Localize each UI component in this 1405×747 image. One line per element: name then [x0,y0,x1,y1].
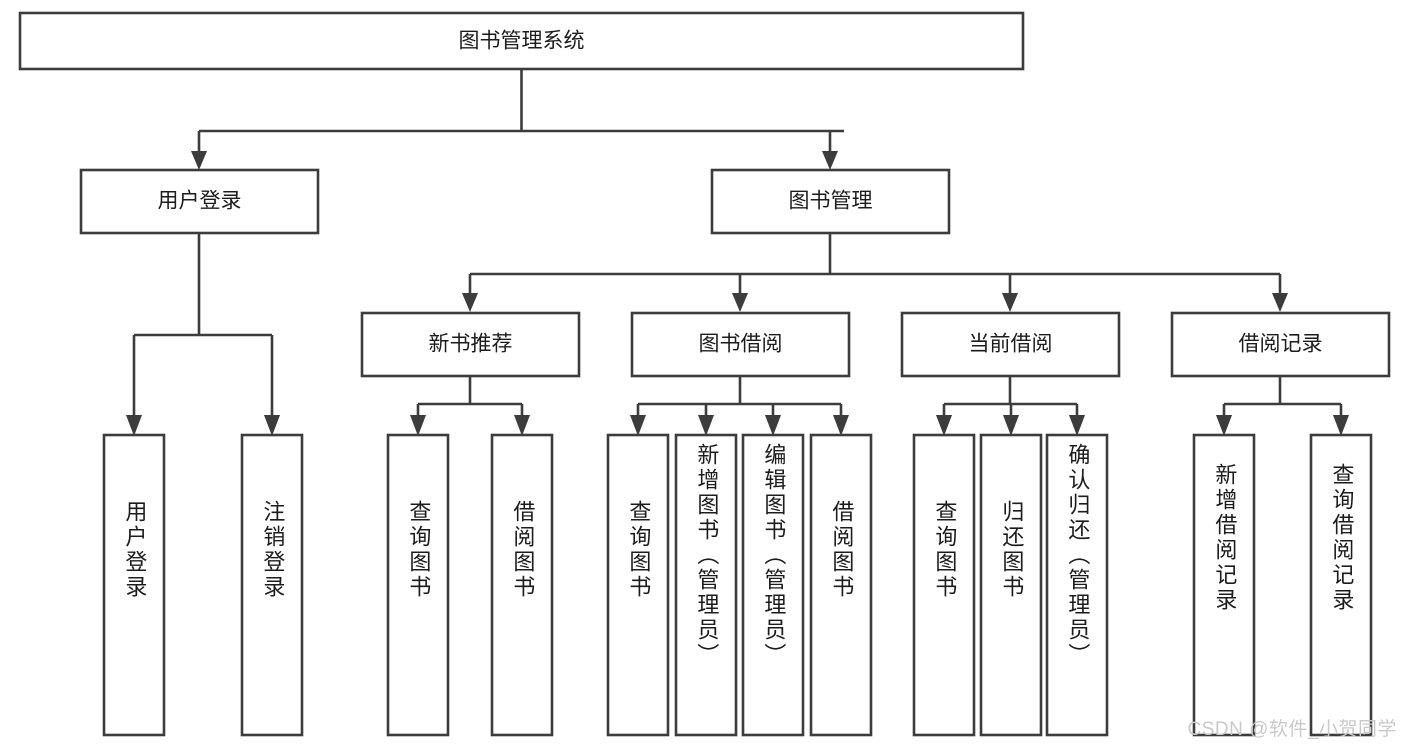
node-book-manage-label: 图书管理 [789,190,873,213]
arrow-head-user-login [191,151,207,170]
leaf-box-group [102,433,1373,737]
node-new-book-recommend-label: 新书推荐 [429,333,513,356]
node-leaf-edit-book-box[interactable] [741,433,805,737]
node-leaf-query-book-2-box[interactable] [606,433,670,737]
arrow-head-leaf-user-login [126,415,142,436]
node-leaf-add-book-box[interactable] [674,433,738,737]
arrow-head-leaf-user-logout [264,415,280,436]
arrow-head-leaf-borrow-book-2 [833,415,849,436]
node-user-login-box[interactable] [79,168,320,235]
arrow-head-book-borrow [732,293,748,312]
node-leaf-query-record-box[interactable] [1309,433,1373,737]
arrow-head-leaf-confirm-return [1069,415,1085,436]
arrow-head-leaf-query-record [1333,415,1349,436]
watermark: CSDN @软件_小贺同学 [1187,719,1397,740]
node-leaf-user-logout-box[interactable] [240,433,304,737]
arrow-head-leaf-add-book [698,415,714,436]
arrow-head-leaf-query-book-1 [410,415,426,436]
arrow-head-current-borrow [1002,293,1018,312]
arrow-head-leaf-query-book-3 [936,415,952,436]
arrow-head-borrow-record [1272,293,1288,312]
node-leaf-borrow-book-2-box[interactable] [809,433,873,737]
node-borrow-record-box[interactable] [1170,311,1391,378]
node-user-login-label: 用户登录 [158,190,242,213]
node-root[interactable]: 图书管理系统 [18,11,1025,71]
node-leaf-user-login-box[interactable] [102,433,166,737]
node-borrow-record-label: 借阅记录 [1239,333,1323,356]
node-user-login[interactable]: 用户登录 [79,168,320,235]
node-new-book-recommend[interactable]: 新书推荐 [360,311,581,378]
node-book-manage-box[interactable] [710,168,951,235]
connector-group [126,69,1349,436]
node-borrow-record[interactable]: 借阅记录 [1170,311,1391,378]
node-book-borrow-label: 图书借阅 [699,333,783,356]
node-book-manage[interactable]: 图书管理 [710,168,951,235]
node-current-borrow[interactable]: 当前借阅 [900,311,1121,378]
node-current-borrow-label: 当前借阅 [969,333,1053,356]
arrow-head-leaf-edit-book [765,415,781,436]
node-leaf-add-record-box[interactable] [1192,433,1256,737]
arrow-head-leaf-query-book-2 [630,415,646,436]
node-new-book-recommend-box[interactable] [360,311,581,378]
arrow-head-leaf-add-record [1216,415,1232,436]
node-root-label: 图书管理系统 [459,30,585,53]
node-book-borrow[interactable]: 图书借阅 [630,311,851,378]
node-leaf-confirm-return-box[interactable] [1045,433,1109,737]
arrow-head-book-manage [822,151,838,170]
arrow-head-new-book-recommend [462,293,478,312]
node-leaf-query-book-3-box[interactable] [912,433,976,737]
node-leaf-query-book-1-box[interactable] [386,433,450,737]
node-current-borrow-box[interactable] [900,311,1121,378]
node-root-box[interactable] [18,11,1025,71]
arrow-head-leaf-borrow-book-1 [514,415,530,436]
node-leaf-return-book-box[interactable] [979,433,1043,737]
node-leaf-borrow-book-1-box[interactable] [490,433,554,737]
arrow-head-leaf-return-book [1003,415,1019,436]
node-book-borrow-box[interactable] [630,311,851,378]
